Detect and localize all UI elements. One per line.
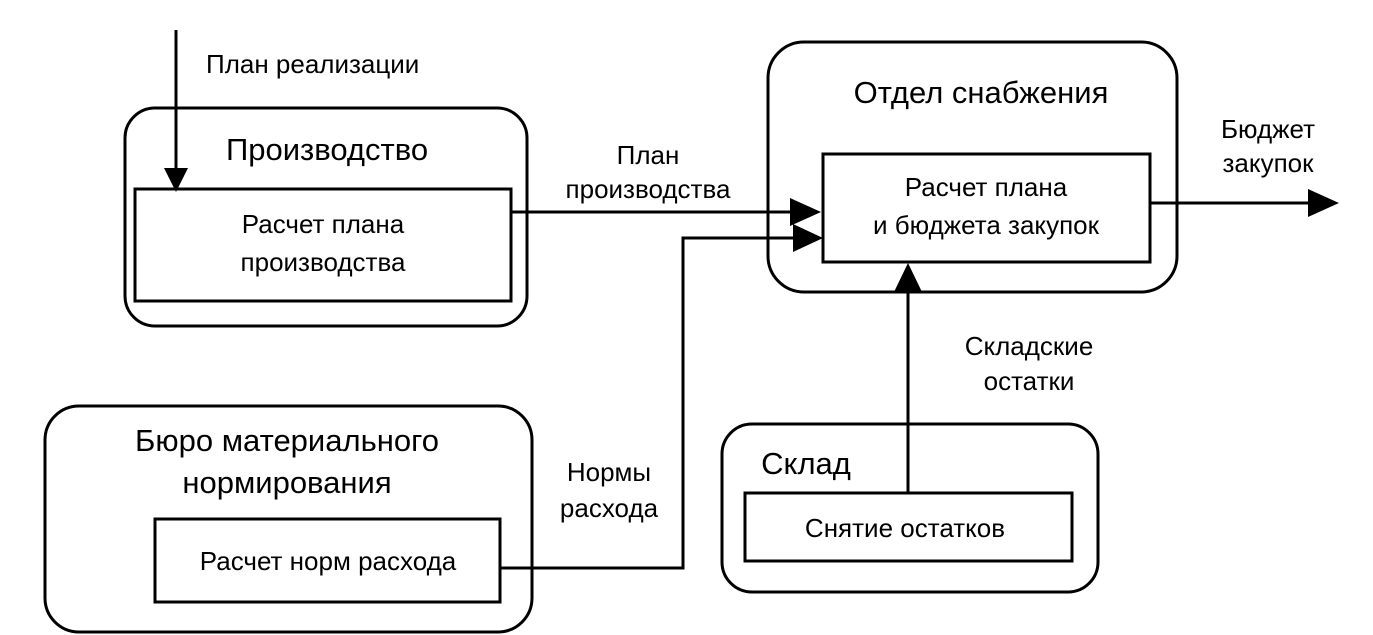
consumption-norms-label-line-1: Нормы xyxy=(567,457,651,487)
consumption-norms-arrowhead xyxy=(793,224,823,252)
warehouse-stock-label-line-1: Складские xyxy=(965,331,1094,361)
norms-bureau-title-line-1: Бюро материального xyxy=(135,423,439,458)
warehouse-department xyxy=(720,422,1100,594)
norms-bureau-department xyxy=(43,404,534,634)
consumption-norms-flow-line xyxy=(500,236,797,570)
sales-plan-label: План реализации xyxy=(206,49,419,79)
warehouse-stock-label-line-2: остатки xyxy=(984,366,1075,396)
warehouse-department-title: Склад xyxy=(761,446,851,481)
production-plan-label-line-2: производства xyxy=(566,174,731,204)
purchase-plan-process-box xyxy=(821,152,1152,264)
production-process-label-line-2: производства xyxy=(241,247,406,277)
supply-department-title: Отдел снабжения xyxy=(854,75,1109,110)
supply-process-label-line-1: Расчет плана xyxy=(905,172,1068,202)
warehouse-stock-arrowhead xyxy=(894,263,922,292)
purchase-budget-label-line-2: закупок xyxy=(1223,148,1315,178)
norms-process-label: Расчет норм расхода xyxy=(200,546,457,576)
production-process-label-line-1: Расчет плана xyxy=(242,209,405,239)
purchase-budget-label-line-1: Бюджет xyxy=(1221,114,1315,144)
purchase-budget-arrowhead xyxy=(1308,189,1339,217)
norms-bureau-title-line-2: нормирования xyxy=(182,465,391,500)
warehouse-process-label: Снятие остатков xyxy=(805,513,1005,543)
supply-department xyxy=(766,40,1179,294)
production-department xyxy=(123,106,529,328)
production-plan-process-box xyxy=(133,187,513,303)
production-department-title: Производство xyxy=(226,132,428,167)
consumption-norms-process-box xyxy=(153,517,502,604)
supply-process-label-line-2: и бюджета закупок xyxy=(873,210,1100,240)
sales-plan-arrowhead xyxy=(164,168,188,192)
production-plan-arrowhead xyxy=(790,198,821,226)
production-plan-label-line-1: План xyxy=(617,140,680,170)
consumption-norms-label-line-2: расхода xyxy=(560,493,659,523)
